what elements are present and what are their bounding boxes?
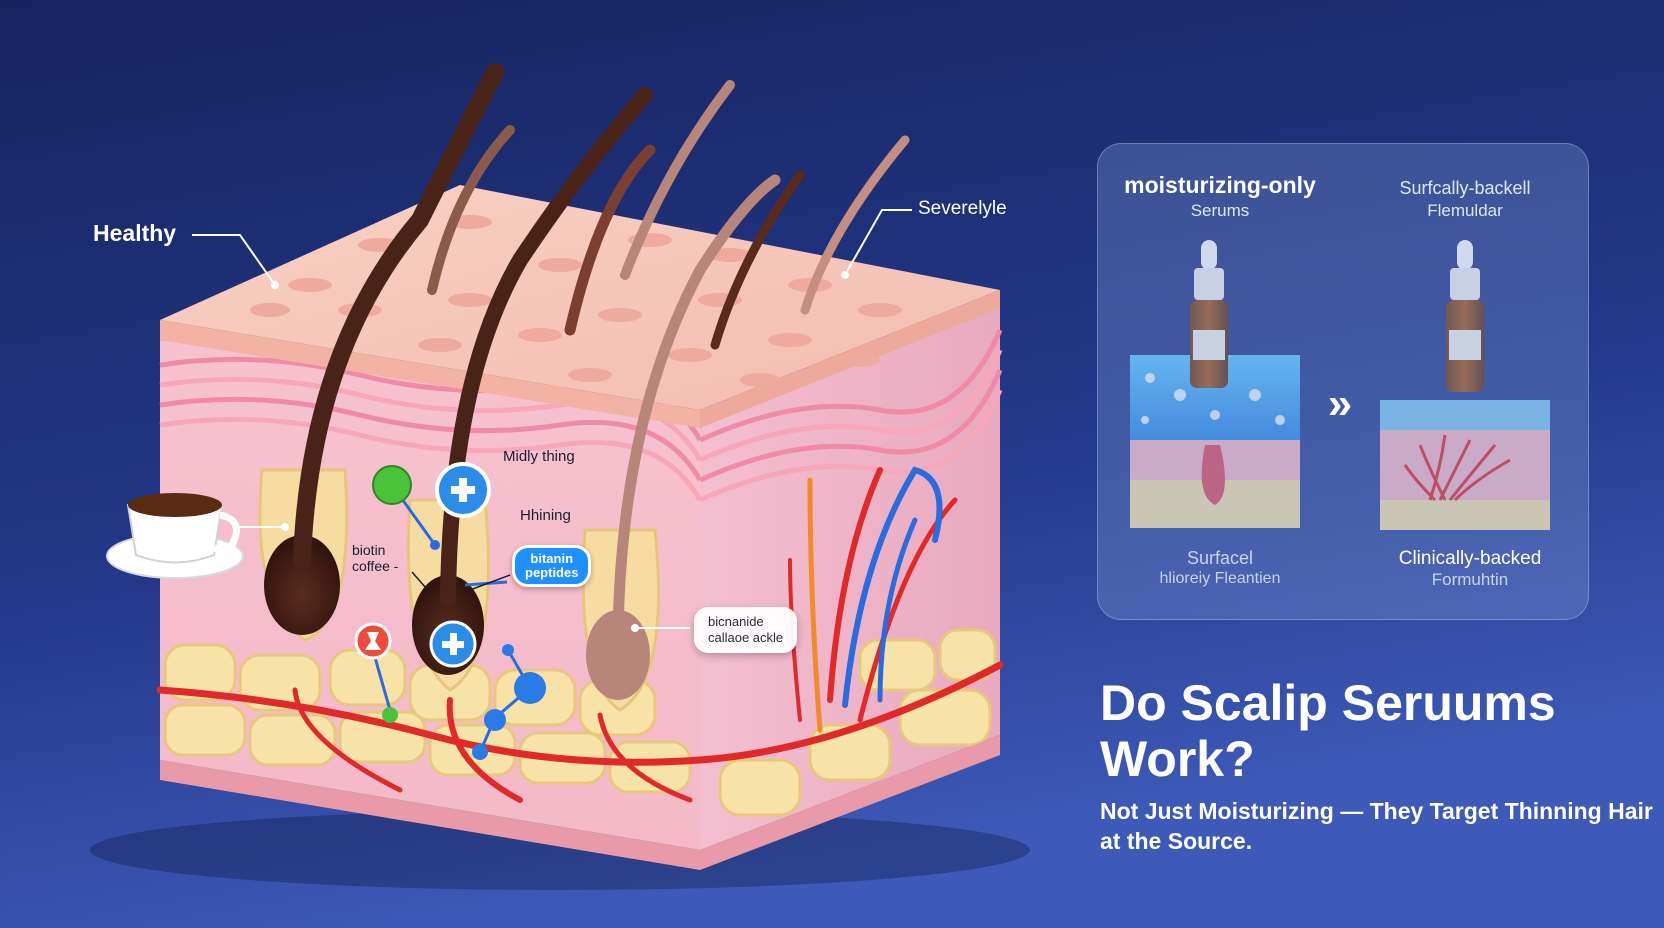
panel-right-subtitle: Flemuldar [1427,201,1503,220]
panel-left-title: moisturizing-only [1124,172,1316,198]
plus-icon-2 [429,620,477,668]
hair-strands [293,63,910,646]
page-subtitle: Not Just Moisturizing — They Target Thin… [1100,798,1653,854]
label-mild: Midly thing [503,448,575,465]
cube-clinical [1380,400,1550,530]
label-peptides: bitanin peptides [512,545,592,587]
follicle-bulb-severe [586,610,650,700]
panel-right-caption-2: Formuhtin [1431,570,1509,589]
dropper-bottle-right [1446,240,1484,392]
blood-vessels [156,466,1004,803]
label-thinning: Hhining [520,507,571,524]
leaf-molecule-icon [372,465,412,505]
page-title: Do Scalip Seruums Work? [1100,675,1556,787]
panel-right-caption-1: Clinically-backed [1398,548,1542,569]
skin-bottom-rim [160,735,1000,870]
plus-icon [435,462,491,518]
panel-right-title: Surfcally-backell [1399,178,1531,198]
flask-icon [354,622,392,660]
leader-lines [192,209,912,632]
panel-left-caption-1: Surfacel [1186,548,1254,568]
panel-left-caption-2: hlioreiy Fleantien [1159,570,1281,587]
follicle-bulb-healthy [264,535,340,635]
label-biotin-coffee: biotin coffee - [352,542,399,574]
comparison-panel [1097,143,1589,620]
panel-left-subtitle: Serums [1190,201,1250,220]
chevron-right-icon: » [1327,379,1353,428]
label-healthy: Healthy [93,220,177,246]
label-niacinamide: bicnanide callaoe ackle [694,607,798,653]
label-severe: Severelyle [918,198,1007,219]
dropper-bottle-left [1190,240,1228,388]
coffee-cup-icon [106,493,244,579]
cube-moisturizing [1130,355,1300,528]
